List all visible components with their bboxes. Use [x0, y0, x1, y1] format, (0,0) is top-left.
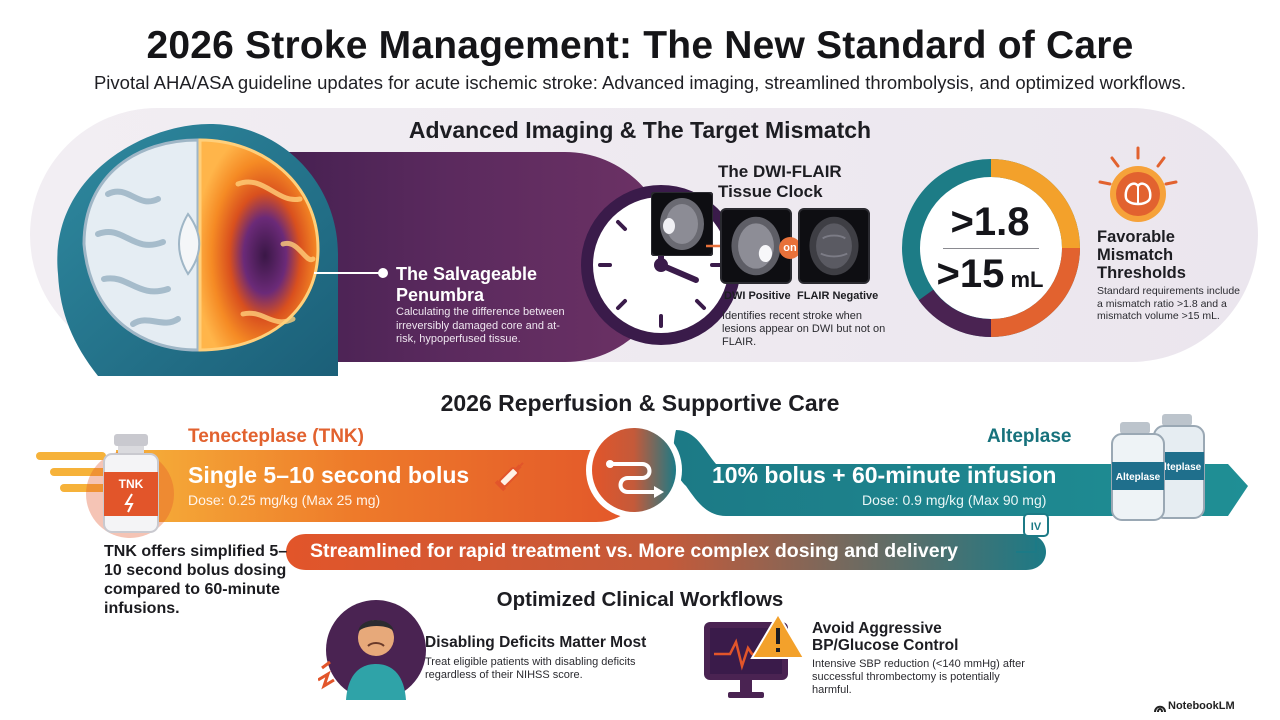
bp-glucose-description: Intensive SBP reduction (<140 mmHg) afte… — [812, 658, 1025, 696]
alteplase-label: Alteplase — [987, 426, 1072, 447]
alteplase-vial-label-back: Alteplase — [1157, 462, 1202, 473]
tnk-note: TNK offers simplified 5–10 second bolus … — [104, 543, 288, 617]
comparison-banner-text: Streamlined for rapid treatment vs. More… — [310, 540, 959, 562]
tnk-vial-illustration: TNK — [86, 434, 174, 538]
tnk-dose: Dose: 0.25 mg/kg (Max 25 mg) — [188, 492, 381, 508]
penumbra-pointer-line — [314, 272, 380, 274]
workflows-section-title: Optimized Clinical Workflows — [496, 588, 784, 611]
penumbra-title: The Salvageable Penumbra — [396, 264, 538, 305]
dwi-scan-thumbnail — [651, 192, 713, 256]
flair-negative-label: FLAIR Negative — [797, 290, 879, 302]
dwi-positive-label: DWI Positive — [724, 290, 791, 302]
bp-glucose-title: Avoid Aggressive BP/Glucose Control — [812, 620, 959, 654]
tnk-dosing-headline: Single 5–10 second bolus — [188, 462, 470, 488]
favorable-thresholds-description: Standard requirements include a mismatch… — [1097, 285, 1241, 322]
page-title: 2026 Stroke Management: The New Standard… — [146, 24, 1134, 67]
alteplase-vial-label-front: Alteplase — [1116, 472, 1161, 483]
dwi-flair-title: The DWI-FLAIR Tissue Clock — [718, 162, 842, 201]
penumbra-description: Calculating the difference between irrev… — [396, 306, 565, 345]
syringe-icon — [494, 462, 524, 492]
flair-negative-scan — [798, 208, 870, 284]
iv-bag-icon: IV — [1016, 513, 1049, 553]
disabling-deficits-description: Treat eligible patients with disabling d… — [425, 656, 636, 681]
monitor-warning-icon — [704, 612, 806, 698]
top-border — [0, 0, 1280, 8]
ring-divider — [943, 248, 1039, 249]
brand-label: NotebookLM — [1168, 700, 1235, 712]
brain-icon — [1098, 146, 1178, 222]
alteplase-dose: Dose: 0.9 mg/kg (Max 90 mg) — [862, 492, 1047, 508]
brain-cross-section-illustration — [57, 123, 338, 376]
alteplase-dosing-headline: 10% bolus + 60-minute infusion — [712, 462, 1057, 488]
page-subtitle: Pivotal AHA/ASA guideline updates for ac… — [93, 72, 1187, 93]
mismatch-volume-value: >15 mL — [936, 252, 1044, 296]
patient-illustration — [318, 600, 426, 700]
alteplase-vials-illustration: Alteplase Alteplase — [1111, 414, 1205, 521]
disabling-deficits-title: Disabling Deficits Matter Most — [425, 634, 647, 651]
dwi-flair-description: Identifies recent stroke when lesions ap… — [722, 310, 886, 348]
imaging-section-title: Advanced Imaging & The Target Mismatch — [408, 117, 872, 143]
favorable-thresholds-title: Favorable Mismatch Thresholds — [1097, 228, 1186, 282]
tnk-vial-label: TNK — [119, 477, 144, 491]
tnk-label: Tenecteplase (TNK) — [188, 426, 364, 447]
iv-label: IV — [1031, 521, 1042, 533]
reperfusion-section-title: 2026 Reperfusion & Supportive Care — [440, 390, 840, 416]
penumbra-pointer-dot — [378, 268, 388, 278]
on-badge: on — [779, 237, 801, 259]
mismatch-ratio-value: >1.8 — [950, 200, 1030, 244]
notebooklm-logo-icon — [1154, 705, 1166, 713]
